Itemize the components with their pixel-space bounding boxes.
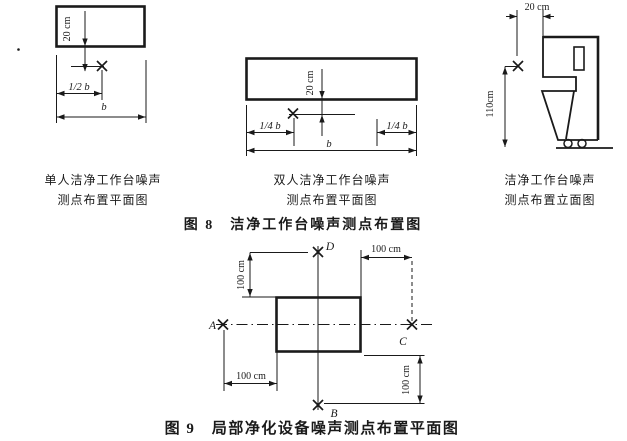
- bench-elevation-diagram: 20 cm 110cm: [485, 2, 613, 149]
- single-width-dimension: b: [56, 102, 146, 120]
- double-bench-title: 双人洁净工作台噪声 测点布置平面图: [252, 171, 412, 210]
- double-depth-label: 20 cm: [305, 70, 316, 95]
- double-bench-depth-dimension: 20 cm: [305, 69, 325, 136]
- double-width-label: b: [326, 139, 331, 150]
- single-width-label: b: [101, 102, 106, 113]
- point-a-label: A: [208, 320, 217, 332]
- single-bench-title: 单人洁净工作台噪声 测点布置平面图: [23, 171, 183, 210]
- elevation-height-dimension: 110cm: [485, 66, 518, 147]
- point-d-label: D: [325, 241, 335, 253]
- double-bench-title-line1: 双人洁净工作台噪声: [273, 173, 391, 187]
- point-c-label: C: [399, 336, 407, 348]
- double-bench-outline: [245, 57, 418, 101]
- double-bench-title-line2: 测点布置平面图: [286, 192, 378, 207]
- single-half-width-dimension: 1/2 b: [56, 82, 102, 97]
- cabinet-inner-edge: [565, 90, 575, 140]
- single-bench-title-line1: 单人洁净工作台噪声: [44, 173, 162, 187]
- double-width-dimension: b: [246, 139, 417, 154]
- double-quarter-left-dimension: 1/4 b: [246, 121, 294, 136]
- dim-top-left: 100 cm: [236, 252, 308, 298]
- dim-top-right-label: 100 cm: [371, 244, 401, 255]
- dim-bottom-right: 100 cm: [324, 355, 425, 404]
- dim-bottom-left: 100 cm: [223, 330, 278, 391]
- double-measurement-point-icon: [287, 107, 299, 120]
- elevation-title-line2: 测点布置立面图: [504, 192, 596, 207]
- single-bench-title-line2: 测点布置平面图: [57, 192, 149, 207]
- elevation-depth-label: 20 cm: [525, 2, 550, 13]
- double-bench-plan-diagram: 20 cm 1/4 b 1/4 b b: [245, 57, 418, 156]
- figure9-caption: 图 9 局部净化设备噪声测点布置平面图: [164, 421, 460, 437]
- double-quarter-left-label: 1/4 b: [259, 121, 280, 132]
- double-quarter-right-dimension: 1/4 b: [377, 121, 417, 136]
- dim-top-left-label: 100 cm: [236, 260, 247, 290]
- dim-bottom-left-label: 100 cm: [236, 371, 266, 382]
- dim-bottom-right-label: 100 cm: [401, 365, 412, 395]
- single-depth-label: 20 cm: [62, 16, 73, 41]
- elevation-title-line1: 洁净工作台噪声: [504, 173, 596, 187]
- figure8-caption: 图 8 洁净工作台噪声测点布置图: [183, 218, 423, 233]
- equipment-plan-diagram: D A C B 100 cm 100 cm 100 cm: [208, 241, 433, 420]
- elevation-height-label: 110cm: [485, 90, 496, 117]
- double-quarter-right-label: 1/4 b: [386, 121, 407, 132]
- inner-panel: [573, 46, 585, 71]
- single-bench-depth-dimension: 20 cm: [62, 11, 88, 72]
- ink-speck: [17, 48, 20, 51]
- single-bench-plan-diagram: 20 cm 1/2 b b: [55, 5, 147, 123]
- point-b-label: B: [330, 408, 337, 420]
- elevation-depth-dimension: 20 cm: [506, 2, 554, 20]
- single-half-width-label: 1/2 b: [68, 82, 89, 93]
- single-bench-outline: [55, 5, 146, 48]
- dim-top-right: 100 cm: [360, 244, 413, 321]
- elevation-title: 洁净工作台噪声 测点布置立面图: [470, 171, 627, 210]
- bench-side-profile: [540, 35, 613, 149]
